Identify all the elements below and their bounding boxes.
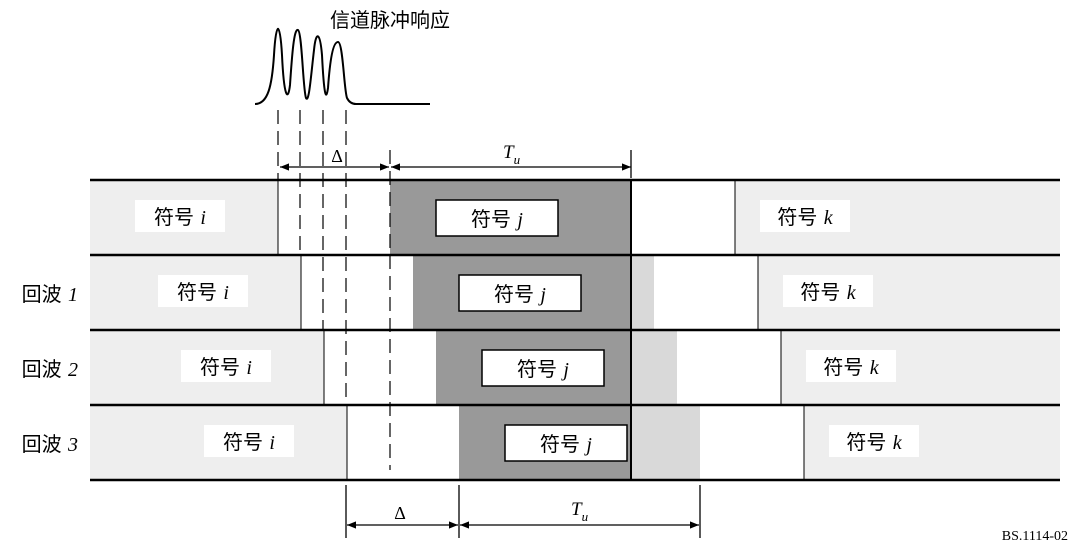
echo-label: 回波 1 — [22, 282, 78, 306]
guard-interval — [324, 330, 436, 405]
symbol-k-label: 符号 k — [823, 355, 879, 379]
tu-label-bottom: Tu — [571, 499, 589, 524]
symbol-k-box — [760, 200, 850, 232]
next-guard-interval — [631, 180, 735, 255]
impulse-label: 信道脉冲响应 — [330, 8, 450, 32]
guard-interval — [301, 255, 413, 330]
dashed-guides — [277, 110, 391, 470]
symbol-k-box — [829, 425, 919, 457]
symbol-k-label: 符号 k — [800, 280, 856, 304]
channel-impulse-response: 信道脉冲响应 — [254, 8, 450, 105]
delta-label-bottom: Δ — [394, 503, 406, 523]
symbol-k-label: 符号 k — [777, 205, 833, 229]
symbol-i-label: 符号 i — [223, 430, 275, 454]
symbol-k-box — [783, 275, 873, 307]
guard-interval — [347, 405, 459, 480]
figure-id: BS.1114-02 — [1002, 529, 1068, 544]
overlap-region — [631, 330, 677, 405]
echo-label: 回波 3 — [22, 432, 78, 456]
guard-interval — [278, 180, 390, 255]
symbol-j-box — [435, 199, 559, 237]
symbol-j-label: 符号 j — [471, 207, 523, 231]
top-dimensions — [280, 150, 632, 178]
overlap-region — [631, 255, 654, 330]
symbol-j-box — [504, 424, 628, 462]
symbol-i-label: 符号 i — [200, 355, 252, 379]
symbol-i-box — [158, 275, 248, 307]
symbol-k-box — [806, 350, 896, 382]
symbol-j-box — [458, 274, 582, 312]
symbol-i-label: 符号 i — [154, 205, 206, 229]
impulse-waveform — [254, 28, 430, 105]
next-guard-interval — [654, 255, 758, 330]
symbol-j-label: 符号 j — [517, 357, 569, 381]
symbol-k-label: 符号 k — [846, 430, 902, 454]
delta-label-top: Δ — [331, 146, 343, 166]
next-guard-interval — [677, 330, 781, 405]
symbol-i-label: 符号 i — [177, 280, 229, 304]
symbol-j-box — [481, 349, 605, 387]
symbol-rows: 符号 i 符号 j 符号 k 符号 i 符号 j 符号 k 回波 1 符号 i 符号 j 符号 k… — [22, 178, 1060, 482]
symbol-i-box — [135, 200, 225, 232]
symbol-i-box — [204, 425, 294, 457]
symbol-i-box — [181, 350, 271, 382]
symbol-j-label: 符号 j — [494, 282, 546, 306]
symbol-j-label: 符号 j — [540, 432, 592, 456]
next-guard-interval — [700, 405, 804, 480]
overlap-region — [631, 405, 700, 480]
tu-label-top: Tu — [503, 142, 521, 167]
echo-label: 回波 2 — [22, 357, 78, 381]
bottom-dimensions — [345, 485, 701, 538]
